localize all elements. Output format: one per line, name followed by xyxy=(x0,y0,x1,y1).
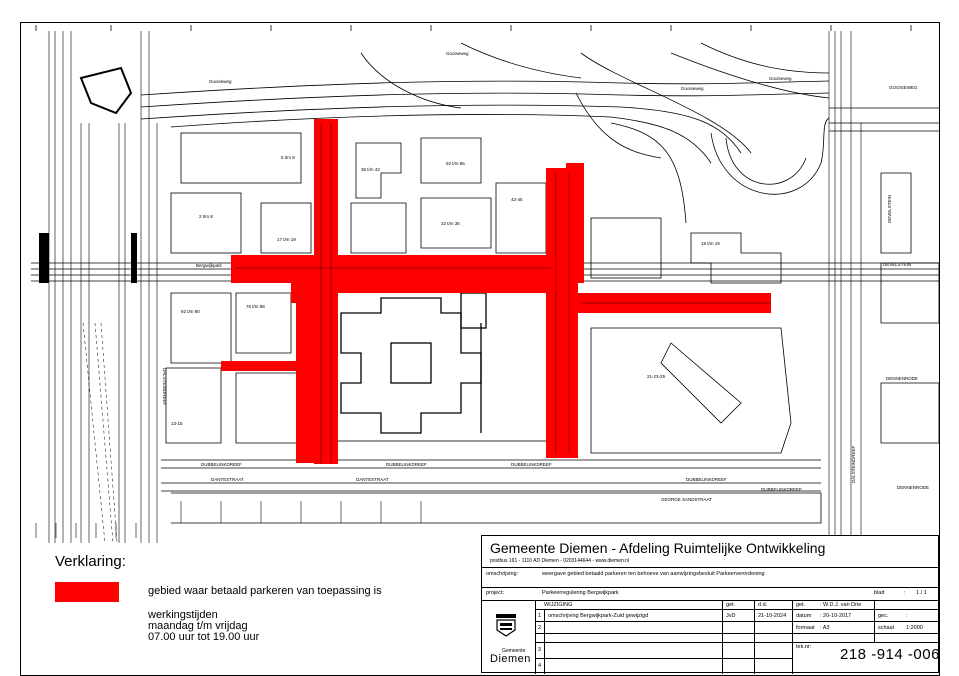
central-building xyxy=(325,290,562,442)
blad-sep: : xyxy=(904,590,906,596)
building-label: 42-45 xyxy=(511,197,523,202)
organization-name: Gemeente Diemen - Afdeling Ruimtelijke O… xyxy=(490,540,826,556)
rev-text: omschrijving Bergwijkpark-Zuid gewijzigd xyxy=(548,613,649,619)
project-value: Parkeerregulering Bergwijkpark xyxy=(542,590,619,596)
street-label: DUBBELINKDREEF xyxy=(686,477,727,482)
legend-swatch xyxy=(55,582,119,602)
frame-ticks xyxy=(35,25,912,31)
drawn-by-value: : W.D.J. van Drie xyxy=(820,602,862,608)
checked-label: gec. xyxy=(878,613,889,619)
omschrijving-value: weergave gebied betaald parkeren ten beh… xyxy=(542,571,765,577)
street-label: DUBBELINKDREEF xyxy=(386,462,427,467)
street-label: GOOISEWEG xyxy=(889,85,918,90)
title-block: Gemeente Diemen - Afdeling Ruimtelijke O… xyxy=(481,535,940,674)
hours-days: maandag t/m vrijdag xyxy=(148,620,248,632)
rev-no: 1 xyxy=(538,613,542,619)
building-label: 5 t/m 8 xyxy=(281,155,295,160)
paid-parking-area xyxy=(221,119,771,464)
map-sheet: Gooiseweg Gooiseweg Gooiseweg Gooiseweg … xyxy=(20,22,940,676)
format-label: formaat xyxy=(796,625,815,631)
street-label: DUBBELINKDREEF xyxy=(511,462,552,467)
dd-header: d.d. xyxy=(758,602,768,608)
working-hours: werkingstijden maandag t/m vrijdag 07.00… xyxy=(148,610,259,643)
building-label: 15 t/m 19 xyxy=(701,241,720,246)
street-label: Gooiseweg xyxy=(769,76,792,81)
format-value: : A3 xyxy=(820,625,830,631)
drawing-number-label: tek.nr: xyxy=(796,644,812,650)
rev-no: 4 xyxy=(538,663,542,669)
street-label: DALSTEINDREEF xyxy=(851,445,856,483)
street-label: Gooiseweg xyxy=(209,79,232,84)
rev-dd: 21-10-2024 xyxy=(758,613,787,619)
legend-label: gebied waar betaald parkeren van toepass… xyxy=(148,585,382,597)
vertical-roads xyxy=(48,31,862,543)
organization-address: postbus 191 - 1110 AD Diemen - 020314464… xyxy=(490,558,630,564)
drawing-number: 218 -914 -006 xyxy=(840,646,940,663)
street-label: DANTESTRAAT xyxy=(356,477,389,482)
street-label: Gooiseweg xyxy=(681,86,704,91)
building-label: 17 t/m 19 xyxy=(277,237,296,242)
scale-value: 1:2000 xyxy=(906,625,923,631)
building-label: 2 t/m 8 xyxy=(199,214,213,219)
street-label: DEVELSTEIN xyxy=(883,262,911,267)
date-label: datum xyxy=(796,613,812,619)
bottom-ticks xyxy=(35,501,422,538)
railway-left xyxy=(82,322,118,543)
building-label: 35 t/m 43 xyxy=(361,167,380,172)
checked-value: : xyxy=(906,613,908,619)
site-map: Gooiseweg Gooiseweg Gooiseweg Gooiseweg … xyxy=(31,25,939,543)
street-label: DUBBELINKDREEF xyxy=(761,487,802,492)
building-label: 21-23-25 xyxy=(647,374,666,379)
building-outlines xyxy=(79,66,939,524)
street-label: DUBBELINKDREEF xyxy=(201,462,242,467)
rev-no: 3 xyxy=(538,647,542,653)
brand-large: Diemen xyxy=(490,653,531,665)
building-label: 92 t/m 96 xyxy=(446,161,465,166)
street-label: DALSTEINDREEF xyxy=(162,368,167,406)
building-label: 32 t/m 36 xyxy=(441,221,460,226)
brand-small: Gemeente xyxy=(502,648,526,654)
building-label: 13-15 xyxy=(171,421,183,426)
street-label: GEORGE SANDSTRAAT xyxy=(661,497,712,502)
hours-title: werkingstijden xyxy=(148,609,218,621)
omschrijving-label: omschrijving: xyxy=(486,571,519,577)
street-label: Gooiseweg xyxy=(446,51,469,56)
street-label: DEVELSTEIN xyxy=(887,195,892,223)
building-label: 92 t/m 80 xyxy=(181,309,200,314)
legend-title: Verklaring: xyxy=(55,553,126,570)
municipality-crest-icon xyxy=(496,614,516,637)
rev-get: JvD xyxy=(726,613,736,619)
street-label: DENNENRODE xyxy=(897,485,929,490)
blad-label: blad xyxy=(874,590,885,596)
parking-edge-lines xyxy=(236,123,771,463)
building-label: 76 t/m 88 xyxy=(246,304,265,309)
blad-value: 1 / 1 xyxy=(916,590,927,596)
scale-label: schaal xyxy=(878,625,894,631)
hours-times: 07.00 uur tot 19.00 uur xyxy=(148,631,260,643)
project-label: project: xyxy=(486,590,505,596)
rev-no: 2 xyxy=(538,625,542,631)
street-label: DENNENRODE xyxy=(886,376,918,381)
wijziging-header: WIJZIGING xyxy=(544,602,573,608)
date-value: : 20-10-2017 xyxy=(820,613,852,619)
drawn-by-label: get. xyxy=(796,602,806,608)
get-header: get. xyxy=(726,602,736,608)
hatched-blocks-left xyxy=(39,233,137,283)
gooiseweg-road xyxy=(140,42,939,224)
street-label: DANTESTRAAT xyxy=(211,477,244,482)
street-label: Bergwijkpark xyxy=(196,263,223,268)
